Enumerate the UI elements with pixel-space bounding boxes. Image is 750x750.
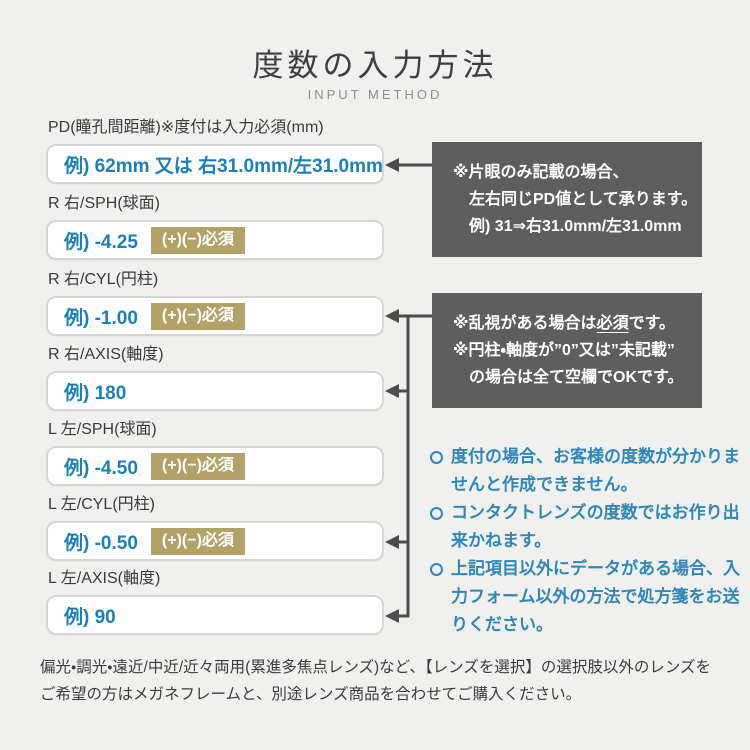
note-text: 度付の場合、お客様の度数が分かりませんと作成できません。 (451, 447, 740, 494)
field-label: L 左/SPH(球面) (48, 421, 157, 438)
callout-text: です。 (628, 315, 675, 332)
callout-line: 左右同じPD値として承ります。 (469, 191, 698, 208)
field-row-l-sph: L 左/SPH(球面) 例) -4.50 (+)(−)必須 (46, 421, 386, 486)
example-input-box: 例) 180 (46, 371, 384, 411)
example-input-box: 例) -0.50 (+)(−)必須 (46, 521, 384, 561)
example-value: 例) -4.25 (64, 231, 138, 253)
field-row-pd: PD(瞳孔間距離)※度付は入力必須(mm) 例) 62mm 又は 右31.0mm… (46, 119, 386, 184)
required-sign-badge: (+)(−)必須 (150, 527, 245, 555)
callout-text-underlined: 必須 (596, 315, 629, 332)
example-value: 例) -4.50 (64, 457, 138, 479)
page-subtitle: INPUT METHOD (307, 87, 443, 102)
callout-astigmatism-note: ※乱視がある場合は必須です。 ※円柱・軸度が”0”又は”未記載” の場合は全て空… (432, 293, 702, 408)
example-value: 例) -0.50 (64, 532, 138, 554)
field-label: R 右/SPH(球面) (48, 195, 161, 212)
example-value: 例) 180 (64, 382, 127, 404)
circle-bullet-icon (430, 451, 443, 464)
example-value: 例) 90 (64, 606, 116, 628)
callout-pd-note: ※片眼のみ記載の場合、 左右同じPD値として承ります。 例) 31⇒右31.0m… (432, 142, 702, 257)
field-label: R 右/AXIS(軸度) (48, 346, 164, 363)
example-value: 例) 62mm 又は 右31.0mm/左31.0mm (64, 155, 383, 177)
field-row-l-axis: L 左/AXIS(軸度) 例) 90 (46, 570, 386, 635)
circle-bullet-icon (430, 507, 443, 520)
callout-line: の場合は全て空欄でOKです。 (469, 369, 684, 386)
note-item: 度付の場合、お客様の度数が分かりませんと作成できません。 (430, 443, 750, 499)
callout-line: ※片眼のみ記載の場合、 (453, 164, 629, 181)
field-label: L 左/CYL(円柱) (48, 496, 155, 513)
callout-line: ※円柱・軸度が”0”又は”未記載” (453, 342, 675, 359)
field-row-r-axis: R 右/AXIS(軸度) 例) 180 (46, 346, 386, 411)
field-row-l-cyl: L 左/CYL(円柱) 例) -0.50 (+)(−)必須 (46, 496, 386, 561)
example-input-box: 例) -1.00 (+)(−)必須 (46, 296, 384, 336)
note-item: コンタクトレンズの度数ではお作り出来かねます。 (430, 499, 750, 555)
note-item: 上記項目以外にデータがある場合、入力フォーム以外の方法で処方箋をお送りください。 (430, 555, 750, 639)
field-label: PD(瞳孔間距離)※度付は入力必須(mm) (48, 119, 324, 136)
required-sign-badge: (+)(−)必須 (150, 226, 245, 254)
note-text: 上記項目以外にデータがある場合、入力フォーム以外の方法で処方箋をお送りください。 (451, 559, 740, 634)
example-input-box: 例) 90 (46, 595, 384, 635)
field-row-r-sph: R 右/SPH(球面) 例) -4.25 (+)(−)必須 (46, 195, 386, 260)
callout-text: ※乱視がある場合は (453, 315, 597, 332)
circle-bullet-icon (430, 563, 443, 576)
footer-note: 偏光・調光・遠近/中近/近々両用(累進多焦点レンズ)など、【レンズを選択】の選択… (40, 659, 712, 703)
notes-list: 度付の場合、お客様の度数が分かりませんと作成できません。 コンタクトレンズの度数… (430, 443, 750, 639)
arrowhead-icons (385, 158, 399, 623)
field-label: L 左/AXIS(軸度) (48, 570, 161, 587)
required-sign-badge: (+)(−)必須 (150, 452, 245, 480)
callout-line: ※乱視がある場合は必須です。 (453, 310, 696, 337)
field-row-r-cyl: R 右/CYL(円柱) 例) -1.00 (+)(−)必須 (46, 271, 386, 336)
note-text: コンタクトレンズの度数ではお作り出来かねます。 (451, 503, 740, 550)
example-input-box: 例) 62mm 又は 右31.0mm/左31.0mm (46, 144, 384, 184)
page-title: 度数の入力方法 (252, 48, 498, 83)
field-label: R 右/CYL(円柱) (48, 271, 159, 288)
example-input-box: 例) -4.25 (+)(−)必須 (46, 220, 384, 260)
example-input-box: 例) -4.50 (+)(−)必須 (46, 446, 384, 486)
callout-line: 例) 31⇒右31.0mm/左31.0mm (469, 218, 682, 235)
example-value: 例) -1.00 (64, 307, 138, 329)
required-sign-badge: (+)(−)必須 (150, 302, 245, 330)
